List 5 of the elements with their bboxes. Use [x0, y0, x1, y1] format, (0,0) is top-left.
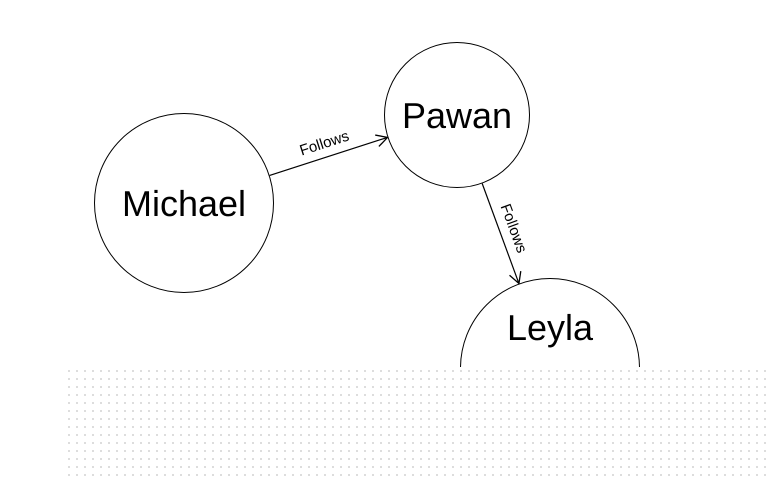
- node-label: Michael: [120, 183, 248, 225]
- node-label: Leyla: [506, 307, 594, 349]
- node-label: Pawan: [400, 95, 514, 137]
- arrow: [269, 134, 388, 176]
- arrow: [482, 183, 522, 284]
